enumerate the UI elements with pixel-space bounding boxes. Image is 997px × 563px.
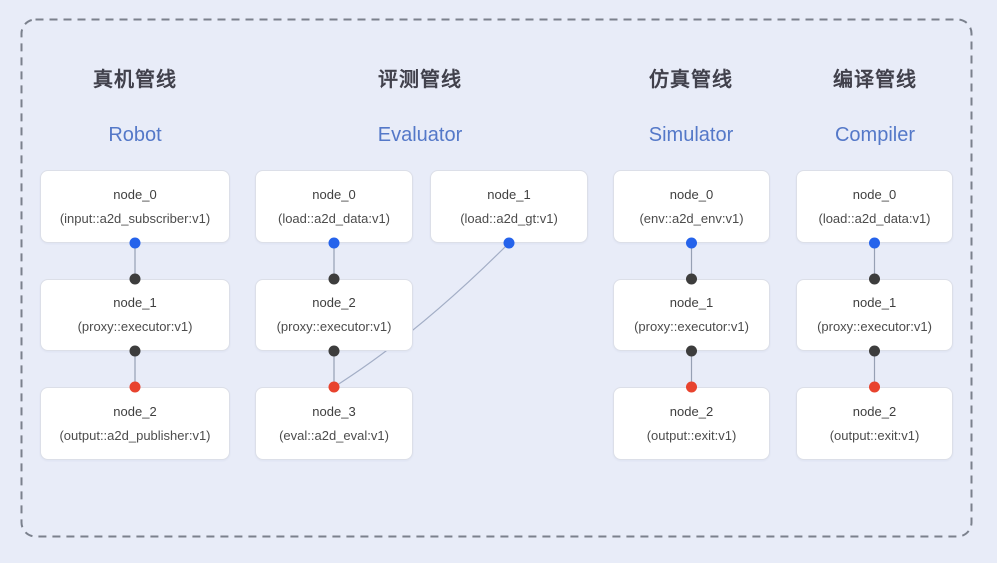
blue-port-dot [129, 237, 141, 249]
blue-port-dot [503, 237, 515, 249]
dark-port-dot [129, 273, 141, 285]
node-name: node_0 [113, 186, 157, 202]
red-port-dot [328, 381, 340, 393]
dark-port-dot [869, 273, 880, 285]
node-type: (load::a2d_data:v1) [818, 210, 931, 226]
simulator-node-2-box: node_2 (output::exit:v1) [613, 387, 770, 460]
simulator-title-zh: 仿真管线 [649, 69, 733, 91]
evaluator-node-2-box: node_2 (proxy::executor:v1) [255, 279, 413, 351]
node-type: (env::a2d_env:v1) [639, 210, 744, 226]
node-name: node_0 [312, 186, 356, 202]
robot-node-1-box: node_1 (proxy::executor:v1) [40, 279, 230, 351]
node-name: node_2 [669, 403, 714, 419]
node-type: (proxy::executor:v1) [77, 319, 193, 334]
blue-port-dot [869, 237, 880, 249]
compiler-title-zh: 编译管线 [833, 69, 917, 91]
node-type: (proxy::executor:v1) [817, 319, 932, 334]
compiler-node-1-box: node_1 (proxy::executor:v1) [796, 279, 953, 351]
node-type: (output::exit:v1) [646, 427, 737, 443]
evaluator-node-0-box: node_0 (load::a2d_data:v1) [255, 170, 413, 243]
dark-port-dot [869, 345, 880, 357]
node-name: node_0 [852, 186, 897, 202]
evaluator-node-1-box: node_1 (load::a2d_gt:v1) [430, 170, 588, 243]
blue-port-dot [328, 237, 340, 249]
simulator-node-0-box: node_0 (env::a2d_env:v1) [613, 170, 770, 243]
node-type: (output::exit:v1) [829, 427, 920, 443]
robot-node-0-box: node_0 (input::a2d_subscriber:v1) [40, 170, 230, 243]
robot-node-2-box: node_2 (output::a2d_publisher:v1) [40, 387, 230, 460]
node-name: node_1 [487, 186, 531, 202]
node-name: node_2 [312, 295, 356, 310]
node-type: (load::a2d_gt:v1) [460, 210, 558, 226]
evaluator-title-zh: 评测管线 [378, 69, 462, 91]
node-name: node_1 [852, 295, 897, 310]
red-port-dot [129, 381, 141, 393]
edge-curve [333, 242, 510, 388]
node-type: (proxy::executor:v1) [634, 319, 749, 334]
evaluator-title-en: Evaluator [377, 124, 463, 146]
dark-port-dot [129, 345, 141, 357]
dark-port-dot [328, 273, 340, 285]
node-type: (output::a2d_publisher:v1) [59, 427, 211, 443]
node-name: node_0 [669, 186, 714, 202]
node-name: node_2 [852, 403, 897, 419]
node-name: node_1 [669, 295, 714, 310]
blue-port-dot [686, 237, 697, 249]
red-port-dot [686, 381, 697, 393]
node-name: node_2 [113, 403, 157, 419]
red-port-dot [869, 381, 880, 393]
compiler-title-en: Compiler [834, 124, 916, 146]
node-name: node_1 [113, 295, 157, 310]
dark-port-dot [686, 273, 697, 285]
compiler-node-2-box: node_2 (output::exit:v1) [796, 387, 953, 460]
node-type: (input::a2d_subscriber:v1) [59, 210, 211, 226]
node-type: (proxy::executor:v1) [276, 319, 392, 334]
dark-port-dot [686, 345, 697, 357]
node-type: (eval::a2d_eval:v1) [279, 427, 389, 443]
dark-port-dot [328, 345, 340, 357]
node-type: (load::a2d_data:v1) [277, 210, 391, 226]
simulator-title-en: Simulator [648, 124, 734, 146]
robot-title-zh: 真机管线 [93, 69, 177, 91]
node-name: node_3 [312, 403, 356, 419]
robot-title-en: Robot [108, 124, 162, 146]
